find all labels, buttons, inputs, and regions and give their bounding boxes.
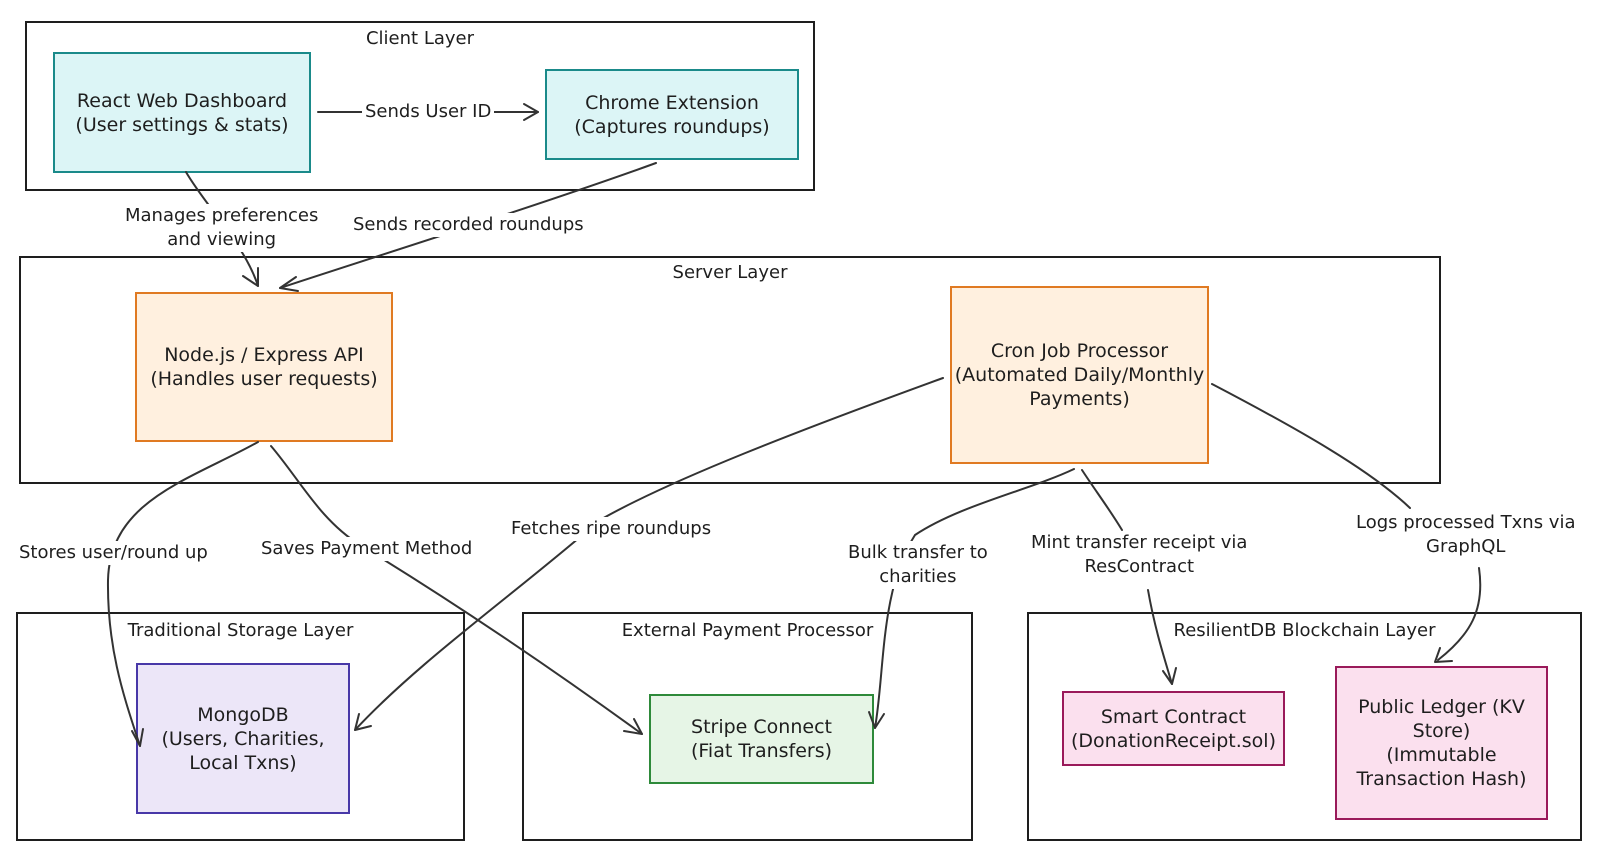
- cron-processor-node: Cron Job Processor (Automated Daily/Mont…: [950, 286, 1209, 464]
- react-dashboard-title: React Web Dashboard: [76, 89, 288, 112]
- label-logs-txns-line1: Logs processed Txns via: [1356, 512, 1576, 533]
- cron-processor-title: Cron Job Processor: [990, 340, 1169, 362]
- arrowhead-sends-roundups: [279, 276, 299, 292]
- edge-logs-txns: [1211, 383, 1482, 661]
- react-dashboard-node: React Web Dashboard (User settings & sta…: [53, 52, 311, 173]
- storage-layer: Traditional Storage Layer: [16, 612, 465, 841]
- label-fetches-roundups-line1: Fetches ripe roundups: [511, 518, 712, 539]
- blockchain-layer: ResilientDB Blockchain Layer: [1027, 612, 1582, 841]
- arrowhead-fetches-roundups: [354, 713, 372, 731]
- arrowhead-bulk-transfer: [868, 711, 885, 729]
- label-bulk-transfer: Bulk transfer to charities: [845, 541, 991, 589]
- label-stores-user: Stores user/round up: [16, 541, 211, 565]
- blockchain-layer-title: ResilientDB Blockchain Layer: [1173, 620, 1436, 641]
- cron-processor-line2: (Automated Daily/Monthly: [954, 364, 1205, 386]
- label-sends-user-id: Sends User ID: [362, 100, 495, 124]
- label-sends-roundups: Sends recorded roundups: [350, 213, 587, 237]
- mongodb-node: MongoDB (Users, Charities, Local Txns): [136, 663, 350, 814]
- label-logs-txns-line2: GraphQL: [1426, 536, 1506, 557]
- edge-mint-receipt: [1081, 469, 1173, 685]
- edge-stores-user: [106, 441, 259, 747]
- mongodb-title: MongoDB: [197, 703, 289, 726]
- payment-layer: External Payment Processor: [522, 612, 973, 841]
- label-sends-roundups-line1: Sends recorded roundups: [353, 214, 584, 235]
- client-layer: Client Layer: [25, 21, 815, 191]
- express-api-title: Node.js / Express API: [164, 344, 364, 366]
- stripe-connect-subtitle: (Fiat Transfers): [690, 740, 833, 762]
- public-ledger-line4: Transaction Hash): [1356, 768, 1527, 790]
- cron-processor-line3: Payments): [1029, 388, 1130, 410]
- smart-contract-subtitle: (DonationReceipt.sol): [1071, 729, 1276, 752]
- stripe-connect-node: Stripe Connect (Fiat Transfers): [649, 694, 874, 784]
- arrowhead-mint-receipt: [1162, 667, 1177, 685]
- label-stores-user-line1: Stores user/round up: [19, 542, 208, 563]
- react-dashboard-subtitle: (User settings & stats): [75, 113, 289, 136]
- server-layer: Server Layer: [19, 256, 1441, 484]
- storage-layer-title: Traditional Storage Layer: [127, 620, 354, 641]
- express-api-subtitle: (Handles user requests): [150, 368, 378, 390]
- mongodb-line2: (Users, Charities,: [161, 727, 325, 750]
- edge-saves-payment: [270, 445, 643, 735]
- server-layer-title: Server Layer: [672, 262, 788, 283]
- payment-layer-title: External Payment Processor: [621, 620, 874, 641]
- arrowhead-manages-preferences: [242, 267, 259, 287]
- arrowhead-sends-user-id: [523, 103, 539, 121]
- express-api-node: Node.js / Express API (Handles user requ…: [135, 292, 393, 442]
- smart-contract-title: Smart Contract: [1100, 705, 1247, 728]
- public-ledger-node: Public Ledger (KV Store) (Immutable Tran…: [1335, 666, 1548, 820]
- label-saves-payment: Saves Payment Method: [258, 537, 476, 561]
- smart-contract-node: Smart Contract (DonationReceipt.sol): [1062, 691, 1285, 766]
- public-ledger-line2: Store): [1412, 720, 1471, 742]
- chrome-extension-title: Chrome Extension: [585, 91, 759, 114]
- label-sends-user-id-line1: Sends User ID: [365, 101, 492, 122]
- label-bulk-transfer-line1: Bulk transfer to: [848, 542, 988, 563]
- arrowhead-logs-txns: [1434, 647, 1453, 663]
- public-ledger-line3: (Immutable: [1386, 744, 1497, 766]
- arrowhead-stores-user: [131, 728, 144, 747]
- public-ledger-line1: Public Ledger (KV: [1358, 696, 1525, 718]
- chrome-extension-node: Chrome Extension (Captures roundups): [545, 69, 799, 160]
- label-manages-preferences-line2: and viewing: [167, 229, 277, 250]
- label-logs-txns: Logs processed Txns via GraphQL: [1353, 511, 1579, 559]
- arrowhead-saves-payment: [623, 718, 643, 735]
- label-bulk-transfer-line2: charities: [879, 566, 957, 587]
- label-mint-receipt-line2: ResContract: [1084, 556, 1195, 577]
- client-layer-title: Client Layer: [365, 28, 475, 49]
- edge-bulk-transfer: [874, 468, 1075, 729]
- stripe-connect-title: Stripe Connect: [691, 716, 832, 738]
- label-manages-preferences-line1: Manages preferences: [125, 205, 319, 226]
- label-mint-receipt-line1: Mint transfer receipt via: [1031, 532, 1248, 553]
- label-manages-preferences: Manages preferences and viewing: [122, 204, 322, 252]
- chrome-extension-subtitle: (Captures roundups): [574, 115, 770, 138]
- mongodb-line3: Local Txns): [189, 751, 297, 774]
- label-mint-receipt: Mint transfer receipt via ResContract: [1028, 531, 1251, 579]
- label-saves-payment-line1: Saves Payment Method: [261, 538, 473, 559]
- label-fetches-roundups: Fetches ripe roundups: [508, 517, 715, 541]
